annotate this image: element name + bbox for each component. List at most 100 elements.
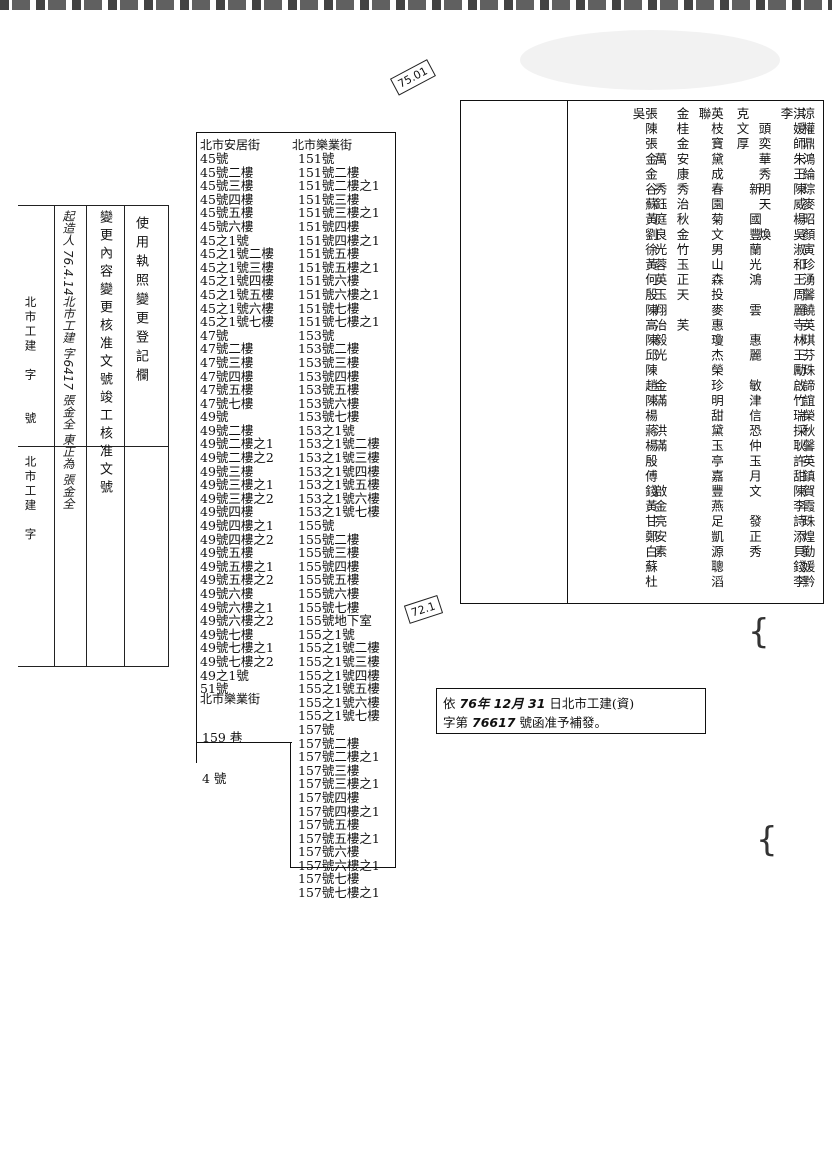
list-item: 151號七樓之1 bbox=[298, 314, 380, 330]
list-item: 45之1號二樓 bbox=[200, 246, 274, 262]
list-item: 49號七樓 bbox=[200, 626, 254, 642]
list-item: 153號 bbox=[298, 327, 335, 343]
list-item: 151號五樓之1 bbox=[298, 259, 380, 275]
note-line: 依 76年 12月 31 日北市工建(資) bbox=[443, 693, 634, 712]
street-header: 北市樂業街 bbox=[200, 692, 261, 706]
stamp-top: 75.01 bbox=[389, 59, 436, 96]
list-item: 157號二樓 bbox=[298, 735, 360, 751]
note-handwritten-date: 76年 12月 31 bbox=[459, 696, 546, 711]
list-item: 151號二樓之1 bbox=[298, 178, 380, 194]
list-item: 157號四樓 bbox=[298, 789, 360, 805]
list-item: 45之1號五樓 bbox=[200, 286, 274, 302]
list-item: 157號七樓 bbox=[298, 871, 360, 887]
list-item: 49號五樓之1 bbox=[200, 558, 274, 574]
list-item: 153之1號七樓 bbox=[298, 504, 380, 520]
note-text: 字第 bbox=[443, 715, 469, 730]
list-item: 155號 bbox=[298, 518, 335, 534]
list-item: 45之1號三樓 bbox=[200, 259, 274, 275]
list-item: 45號二樓 bbox=[200, 164, 254, 180]
list-item: 49號七樓之1 bbox=[200, 640, 274, 656]
list-item: 157號四樓之1 bbox=[298, 803, 380, 819]
list-item: 47號四樓 bbox=[200, 368, 254, 384]
name-column: 金桂金安康秀治秋金竹玉正天 芙 bbox=[674, 107, 690, 334]
name-column: 淇媛師朱王陳威楊吳淑和王周麗寺林王勵啟竹瑞採耿許甜陳李詩添貝錢李李 bbox=[778, 107, 807, 591]
list-item: 151號二樓 bbox=[298, 164, 360, 180]
list-item: 151號三樓 bbox=[298, 191, 360, 207]
list-item: 155號七樓 bbox=[298, 599, 360, 615]
list-item: 45號四樓 bbox=[200, 191, 254, 207]
list-item: 155號地下室 bbox=[298, 613, 372, 629]
list-item: 157號 bbox=[298, 721, 335, 737]
list-item: 45之1號七樓 bbox=[200, 314, 274, 330]
list-item: 47號二樓 bbox=[200, 341, 254, 357]
list-item: 151號五樓 bbox=[298, 246, 360, 262]
list-item: 153號二樓 bbox=[298, 341, 360, 357]
list-item: 47號三樓 bbox=[200, 354, 254, 370]
list-item: 151號四樓 bbox=[298, 218, 360, 234]
list-item: 49號四樓之1 bbox=[200, 518, 274, 534]
list-item: 4 號 bbox=[202, 770, 227, 786]
list-item: 153號三樓 bbox=[298, 354, 360, 370]
list-item: 45號三樓 bbox=[200, 178, 254, 194]
list-item: 151號六樓之1 bbox=[298, 286, 380, 302]
list-item: 157號六樓 bbox=[298, 844, 360, 860]
list-item: 155之1號三樓 bbox=[298, 653, 380, 669]
list-item: 49號六樓 bbox=[200, 586, 254, 601]
list-item: 45之1號 bbox=[200, 232, 249, 248]
owner-names-box: 凉權鼎鴻綸琮麥昭顏寅珍湧馨饒英琪芬珠諦誼榮秋馨英鎮賀霞珠煌勤媛黔淇媛師朱王陳威楊… bbox=[460, 100, 824, 604]
list-item: 159 巷 bbox=[202, 730, 243, 746]
registration-table-fragment: 使用執照變更登記欄 變更內容變更核准文號竣工核准文號 起造人 76.4.14北市… bbox=[18, 205, 169, 667]
list-item: 49號二樓 bbox=[200, 422, 254, 438]
list-item: 155之1號六樓 bbox=[298, 694, 380, 710]
scan-top-edge bbox=[0, 0, 832, 10]
list-item: 153之1號五樓 bbox=[298, 477, 380, 493]
table-row: 起造人 76.4.14北市工建 字6417 張金全 東正為 張金全 bbox=[61, 210, 75, 510]
list-item: 45號六樓 bbox=[200, 218, 254, 234]
list-item: 47號 bbox=[200, 327, 229, 343]
list-item: 153號五樓 bbox=[298, 382, 360, 398]
list-item: 47號五樓 bbox=[200, 382, 254, 398]
table-row: 北市工建 字 號 北市工建 字 bbox=[23, 296, 38, 543]
list-item: 153號七樓 bbox=[298, 409, 360, 425]
name-column: 新 國豐蘭光鴻 雲 惠麗 敏津信恐仲玉月文 發正秀 克文厚 bbox=[734, 107, 763, 591]
list-item: 155號四樓 bbox=[298, 558, 360, 574]
list-item: 49號三樓之1 bbox=[200, 477, 274, 493]
list-item: 153之1號三樓 bbox=[298, 450, 380, 466]
list-item: 157號二樓之1 bbox=[298, 749, 380, 765]
address-column: 159 巷 4 號 bbox=[202, 704, 242, 799]
list-item: 49號三樓之2 bbox=[200, 490, 274, 506]
list-item: 49號五樓 bbox=[200, 545, 254, 561]
list-item: 157號五樓 bbox=[298, 817, 360, 833]
note-text: 依 bbox=[443, 696, 456, 711]
list-item: 47號七樓 bbox=[200, 395, 254, 411]
list-item: 49號 bbox=[200, 409, 229, 425]
street-header: 北市安居街 bbox=[200, 138, 261, 152]
list-item: 155之1號 bbox=[298, 626, 355, 642]
list-item: 49號二樓之2 bbox=[200, 450, 274, 466]
list-item: 151號四樓之1 bbox=[298, 232, 380, 248]
list-item: 49號四樓 bbox=[200, 504, 254, 520]
table-header: 使用執照變更登記欄 bbox=[133, 216, 148, 387]
list-item: 153之1號 bbox=[298, 422, 355, 438]
name-column: 張陳張金金谷蘇黃劉徐黃何殷陳高陳邱陳趙陳楊蔣楊殷傅錢黃甘鄭白蘇杜吳 bbox=[630, 107, 659, 591]
list-item: 155號五樓 bbox=[298, 572, 360, 588]
address-list-box-step bbox=[196, 742, 292, 743]
name-column: 凉權鼎鴻綸琮麥昭顏寅珍湧馨饒英琪芬珠諦誼榮秋馨英鎮賀霞珠煌勤媛黔 bbox=[800, 107, 816, 591]
note-handwritten-number: 76617 bbox=[472, 715, 516, 730]
list-item: 45之1號四樓 bbox=[200, 273, 274, 289]
list-item: 49號六樓之2 bbox=[200, 613, 274, 629]
list-item: 155之1號七樓 bbox=[298, 708, 380, 724]
list-item: 157號六樓之1 bbox=[298, 857, 380, 873]
list-item: 151號 bbox=[298, 151, 335, 166]
list-item: 155之1號五樓 bbox=[298, 681, 380, 697]
table-divider bbox=[54, 206, 55, 666]
name-column: 英枝寶黛成春園菊文男山森投麥惠瓊杰榮珍明甜黛玉亭嘉豐燕足凱源聰滔聯 bbox=[696, 107, 725, 591]
note-line: 字第 76617 號函准予補發。 bbox=[443, 712, 607, 731]
list-item: 45號五樓 bbox=[200, 205, 254, 221]
list-item: 49號二樓之1 bbox=[200, 436, 274, 452]
table-divider bbox=[18, 446, 168, 447]
list-item: 153號六樓 bbox=[298, 395, 360, 411]
list-item: 151號六樓 bbox=[298, 273, 360, 289]
